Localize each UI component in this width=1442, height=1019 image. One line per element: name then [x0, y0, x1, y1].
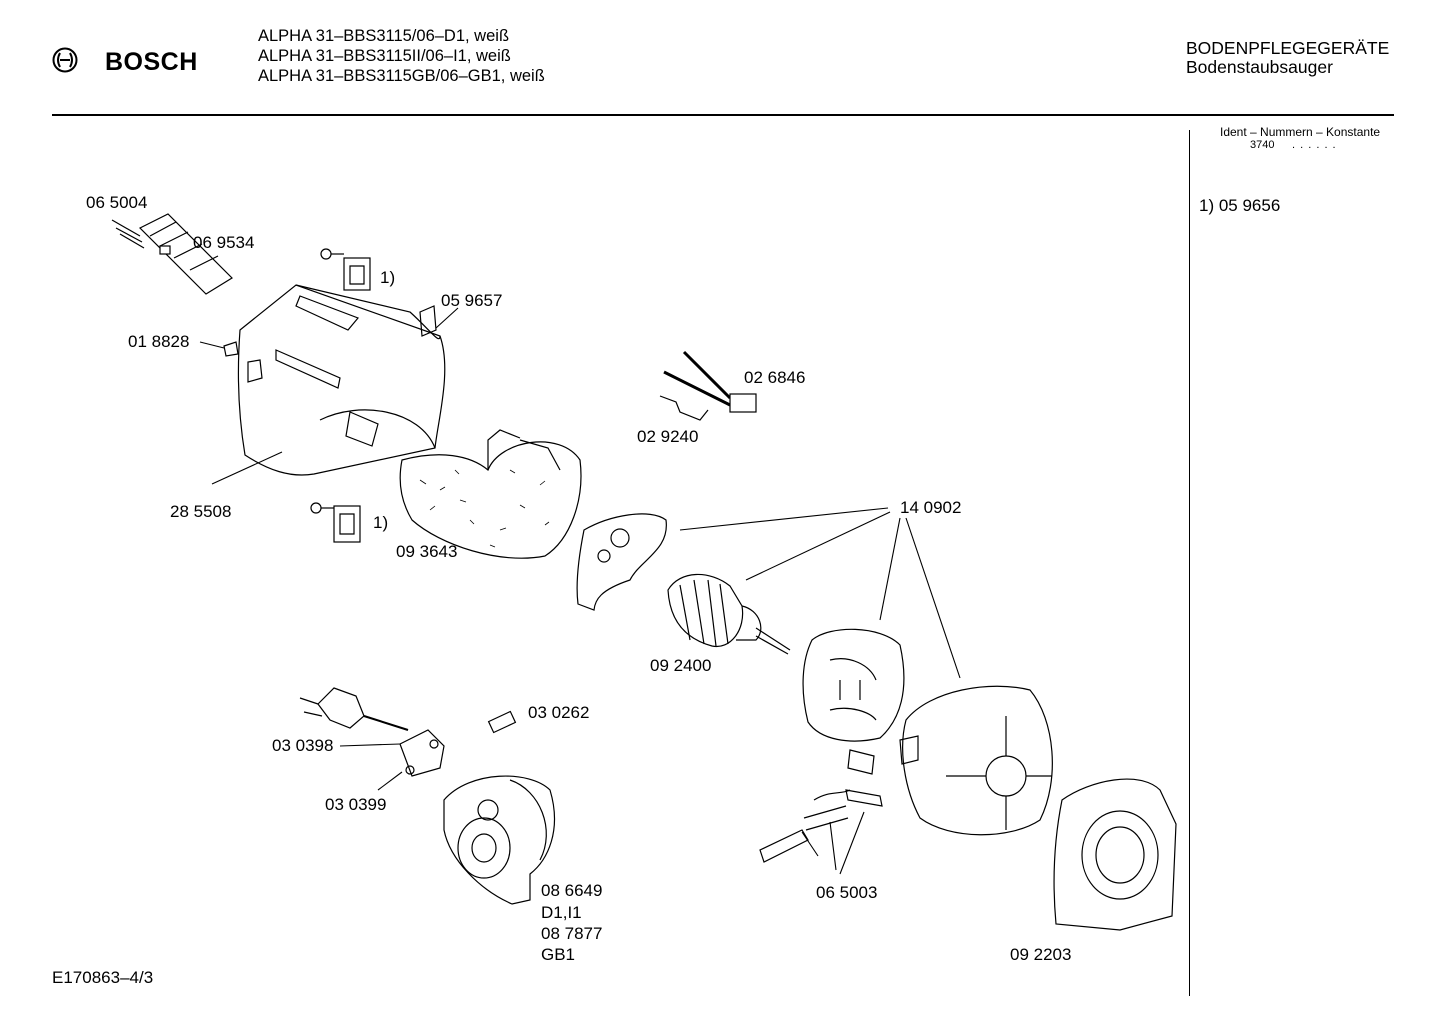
clip-top — [320, 248, 371, 291]
part-label-140902: 14 0902 — [900, 498, 962, 517]
part-label-030399: 03 0399 — [325, 795, 387, 814]
part-label-069534: 06 9534 — [193, 233, 255, 252]
ident-label: Ident – Nummern – Konstante — [1220, 125, 1381, 139]
part-label-092400: 09 2400 — [650, 656, 712, 675]
carbon-brush-cable — [659, 350, 757, 421]
ident-dots: . . . . . . — [1292, 139, 1337, 151]
part-label-018828: 01 8828 — [128, 332, 190, 351]
variant-label-gb1: GB1 — [541, 945, 576, 964]
model-list: ALPHA 31–BBS3115/06–D1, weiß ALPHA 31–BB… — [258, 26, 545, 86]
fuse — [487, 710, 517, 734]
bosch-logo-icon — [52, 47, 78, 78]
category-title: BODENPFLEGEGERÄTE — [1186, 38, 1390, 58]
switch-assembly — [111, 213, 233, 295]
rear-housing — [1053, 778, 1177, 931]
model-line-1: ALPHA 31–BBS3115/06–D1, weiß — [258, 27, 510, 45]
small-tab — [419, 305, 437, 337]
brush-holder — [759, 749, 883, 863]
model-line-2: ALPHA 31–BBS3115II/06–I1, weiß — [258, 47, 511, 65]
part-label-026846: 02 6846 — [744, 368, 806, 387]
part-label-030262: 03 0262 — [528, 703, 590, 722]
motor-armature — [667, 573, 791, 655]
part-label-065004: 06 5004 — [86, 193, 148, 212]
clip-bottom — [310, 502, 361, 543]
fan-housing — [899, 685, 1053, 836]
footnote: 1) 05 9656 — [1199, 196, 1281, 215]
category-subtitle: Bodenstaubsauger — [1186, 57, 1333, 77]
product-category: BODENPFLEGEGERÄTE Bodenstaubsauger — [1186, 39, 1389, 77]
part-label-285508: 28 5508 — [170, 502, 232, 521]
note-label-2: 1) — [373, 513, 389, 532]
header-divider — [52, 114, 1394, 116]
model-line-3: ALPHA 31–BBS3115GB/06–GB1, weiß — [258, 67, 545, 85]
brand-name: BOSCH — [105, 48, 198, 76]
front-cover — [237, 284, 446, 476]
part-label-087877: 08 7877 — [541, 924, 603, 943]
part-label-092203: 09 2203 — [1010, 945, 1072, 964]
ident-value: 3740 — [1250, 139, 1275, 151]
motor-shield — [576, 513, 667, 611]
part-label-030398: 03 0398 — [272, 736, 334, 755]
document-number: E170863–4/3 — [52, 968, 154, 987]
part-label-029240: 02 9240 — [637, 427, 699, 446]
part-label-065003: 06 5003 — [816, 883, 878, 902]
variant-label-d1i1: D1,I1 — [541, 903, 582, 922]
note-label-1: 1) — [380, 268, 396, 287]
part-label-093643: 09 3643 — [396, 542, 458, 561]
sidebar-divider — [1189, 130, 1190, 996]
part-label-059657: 05 9657 — [441, 291, 503, 310]
part-label-086649: 08 6649 — [541, 881, 603, 900]
power-plug — [299, 687, 409, 731]
cable-reel — [443, 775, 555, 905]
small-clip — [223, 341, 239, 357]
filter-sleeve — [399, 429, 582, 559]
terminal-block — [399, 729, 445, 777]
motor-stator — [802, 628, 905, 742]
